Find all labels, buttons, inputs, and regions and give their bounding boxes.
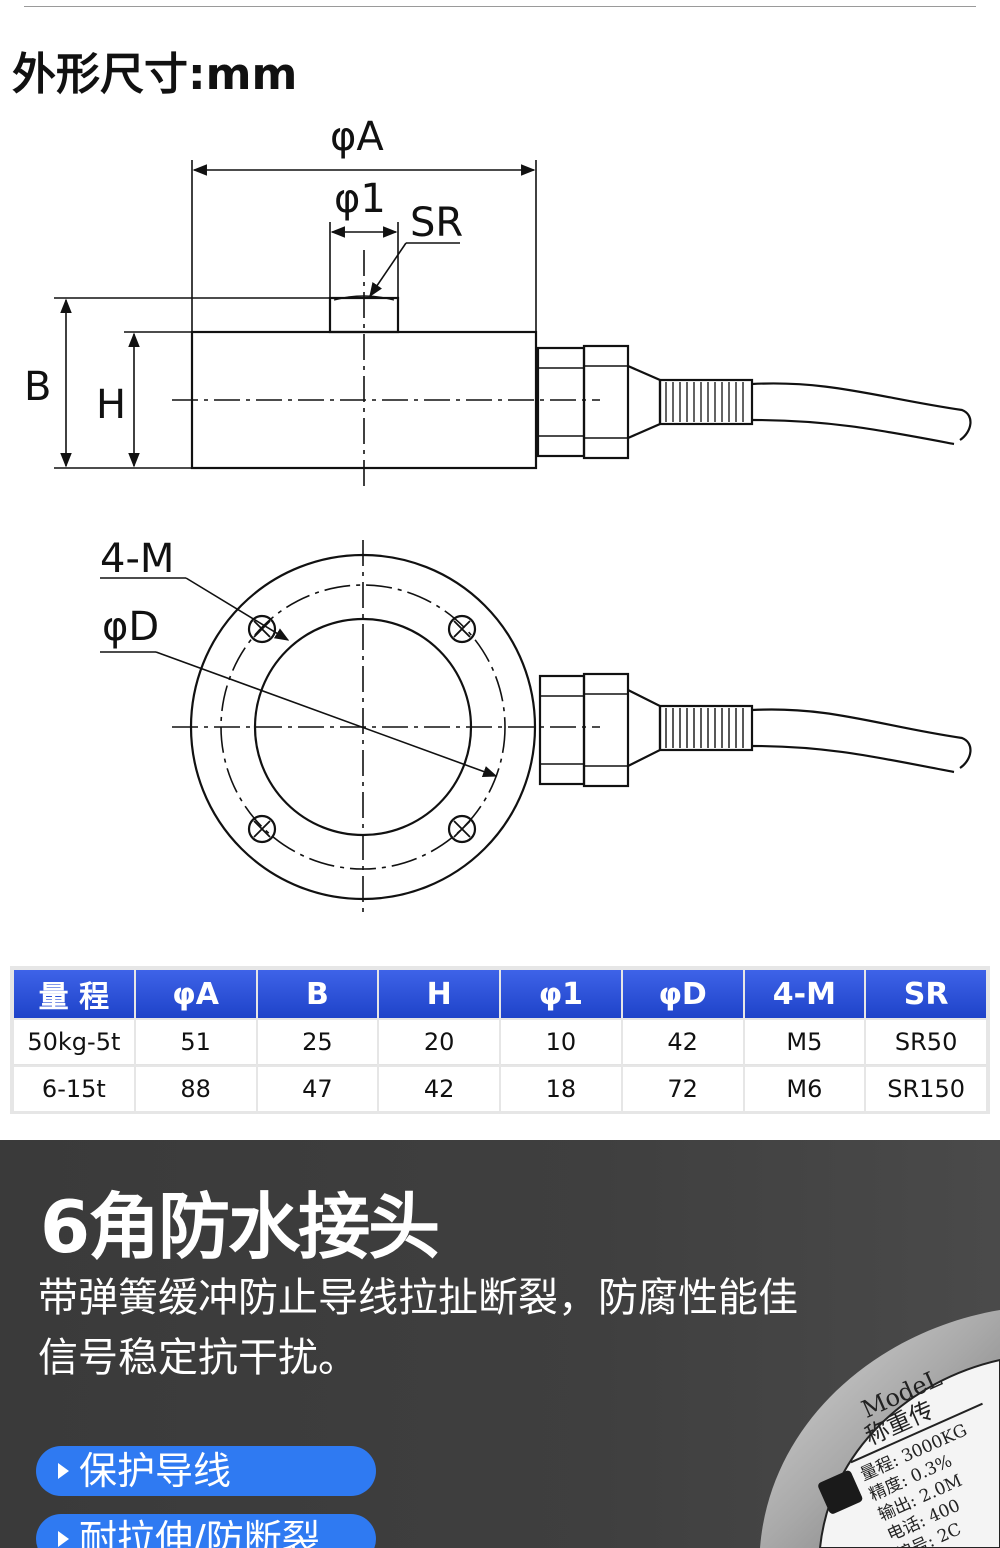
th-4M: 4-M <box>744 970 865 1018</box>
table-cell: M5 <box>744 1020 865 1065</box>
table-cell: 47 <box>257 1067 378 1111</box>
section-title: 外形尺寸:mm <box>12 49 298 100</box>
brand-logo-icon <box>818 1470 863 1514</box>
table-cell: SR150 <box>866 1067 986 1111</box>
hex-nut-1 <box>536 346 586 458</box>
feature-section: 6角防水接头 带弹簧缓冲防止导线拉扯断裂，防腐性能佳 信号稳定抗干扰。 保护导线… <box>0 1140 1000 1548</box>
label-phiD: φD <box>102 604 159 650</box>
pill-label: 保护导线 <box>79 1449 232 1493</box>
table-cell: M6 <box>744 1067 865 1111</box>
th-phiA: φA <box>135 970 256 1018</box>
feature-title: 6角防水接头 <box>40 1185 440 1269</box>
table-cell: 18 <box>501 1067 621 1111</box>
mount-hole-3 <box>247 814 277 844</box>
spec-table-header-row: 量 程 φA B H φ1 φD 4-M SR <box>14 970 986 1018</box>
label-H: H <box>96 382 126 428</box>
hex-nut-2 <box>582 344 630 460</box>
top-divider <box>24 6 976 7</box>
label-SR: SR <box>410 200 463 246</box>
label-B: B <box>24 364 51 410</box>
label-phi1: φ1 <box>334 176 386 222</box>
table-cell: 88 <box>135 1067 256 1111</box>
table-cell: 25 <box>257 1020 378 1065</box>
th-H: H <box>379 970 499 1018</box>
table-cell: 51 <box>135 1020 256 1065</box>
th-SR: SR <box>866 970 986 1018</box>
triangle-right-icon <box>58 1462 69 1479</box>
spec-table: 量 程 φA B H φ1 φD 4-M SR 50kg-5t 51 25 20… <box>12 968 988 1113</box>
feature-description: 带弹簧缓冲防止导线拉扯断裂，防腐性能佳 信号稳定抗干扰。 <box>38 1268 918 1388</box>
feature-desc-line-2: 信号稳定抗干扰。 <box>38 1335 358 1381</box>
table-cell: 72 <box>622 1067 743 1111</box>
table-cell: SR50 <box>866 1020 986 1065</box>
feature-pill-protect-cable: 保护导线 <box>36 1446 376 1496</box>
th-phiD: φD <box>622 970 743 1018</box>
feature-pill-anti-break: 耐拉伸/防断裂 <box>36 1514 376 1548</box>
pill-label: 耐拉伸/防断裂 <box>79 1517 320 1548</box>
table-row: 50kg-5t 51 25 20 10 42 M5 SR50 <box>14 1020 986 1065</box>
th-phi1: φ1 <box>501 970 621 1018</box>
mount-hole-2 <box>447 614 477 644</box>
table-cell: 42 <box>622 1020 743 1065</box>
dimension-drawing: φA φ1 SR B H 4-M φD <box>24 114 972 918</box>
th-range: 量 程 <box>14 970 134 1018</box>
th-B: B <box>257 970 378 1018</box>
label-4M: 4-M <box>100 536 174 582</box>
label-phiA: φA <box>330 114 384 160</box>
table-cell: 42 <box>379 1067 499 1111</box>
table-cell: 20 <box>379 1020 499 1065</box>
product-photo: ModeL 称重传 量程: 3000KG 精度: 0.3% 输出: 2.0M 电… <box>760 1310 1000 1548</box>
table-cell: 6-15t <box>14 1067 134 1111</box>
mount-hole-4 <box>447 814 477 844</box>
table-cell: 10 <box>501 1020 621 1065</box>
triangle-right-icon <box>58 1530 69 1547</box>
table-cell: 50kg-5t <box>14 1020 134 1065</box>
feature-desc-line-1: 带弹簧缓冲防止导线拉扯断裂，防腐性能佳 <box>38 1275 798 1321</box>
table-row: 6-15t 88 47 42 18 72 M6 SR150 <box>14 1067 986 1111</box>
